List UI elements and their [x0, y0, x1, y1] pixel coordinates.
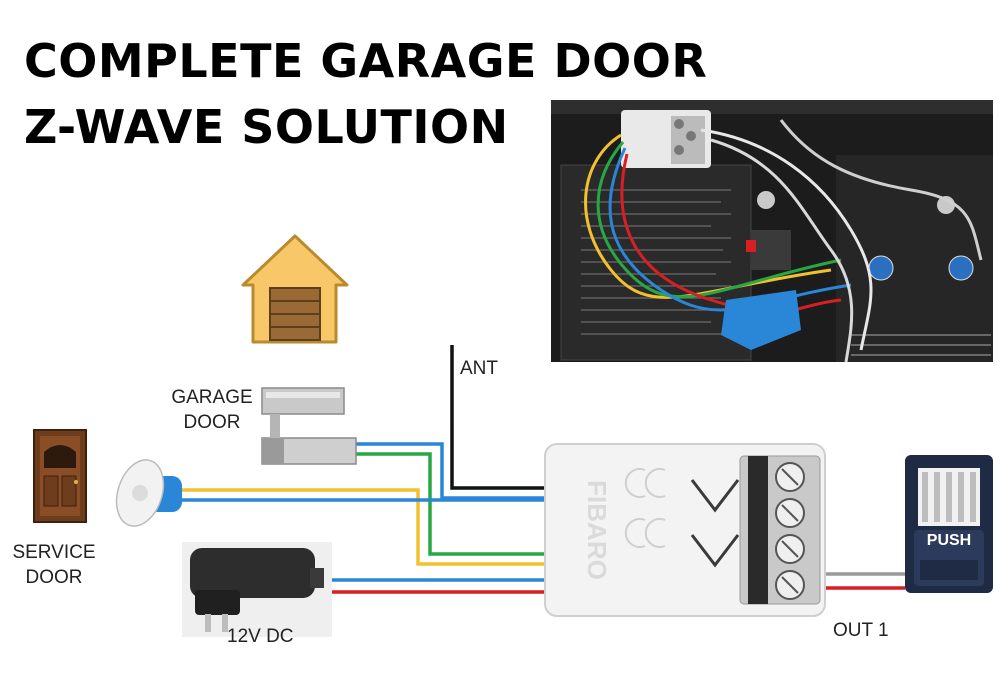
output-label: OUT 1: [833, 620, 889, 641]
service-door-icon: [33, 429, 87, 523]
power-label: 12V DC: [227, 626, 294, 647]
service-sensor-wire-yellow: [180, 488, 545, 566]
push-label: PUSH: [927, 532, 971, 549]
power-adapter-icon: [182, 542, 332, 637]
window-sensor-icon: [115, 459, 182, 527]
service-door-label: SERVICE DOOR: [0, 540, 108, 590]
garage-door-label: GARAGE DOOR: [160, 385, 264, 435]
title-line-1: COMPLETE GARAGE DOOR: [24, 34, 708, 88]
garage-door-label-line2: DOOR: [183, 412, 241, 433]
magnetic-sensor-icon: [261, 387, 357, 465]
push-button-icon: PUSH: [905, 455, 993, 593]
installation-photo: [551, 100, 993, 362]
garage-icon: [241, 234, 349, 344]
relay-module-icon: FIBARO: [544, 443, 826, 617]
garage-sensor-wire-green: [355, 452, 545, 556]
title-line-2: Z-WAVE SOLUTION: [24, 100, 509, 154]
service-door-label-line2: DOOR: [25, 567, 83, 588]
module-brand: FIBARO: [582, 480, 612, 580]
garage-door-label-line1: GARAGE: [171, 387, 253, 408]
service-door-label-line1: SERVICE: [12, 542, 96, 563]
garage-sensor-wire-blue: [355, 442, 545, 500]
antenna-label: ANT: [460, 358, 498, 379]
